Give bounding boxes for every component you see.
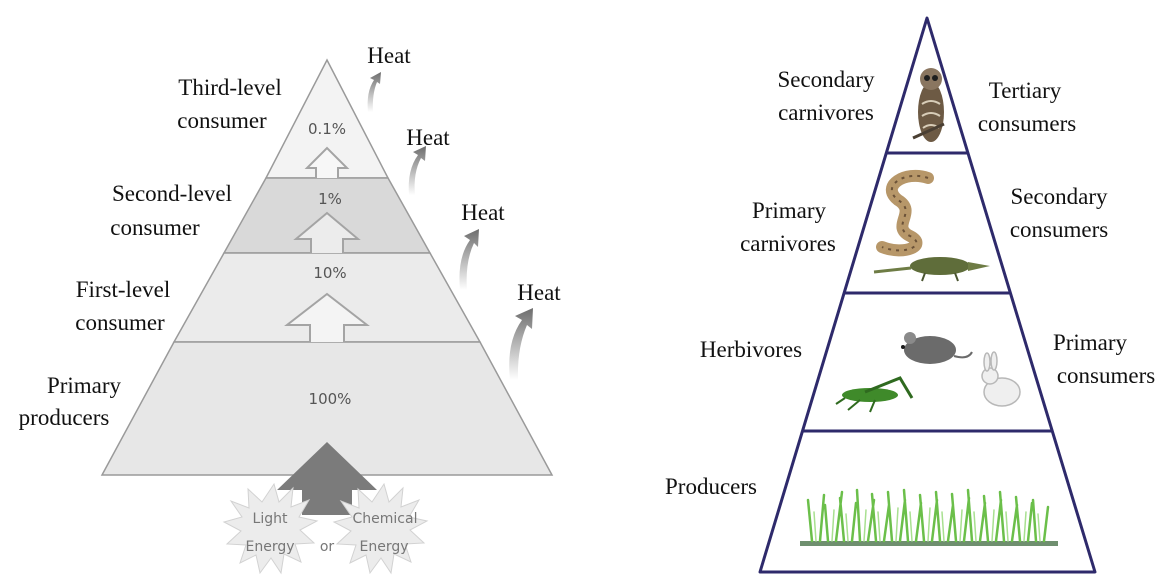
level-left-label: Producers xyxy=(665,474,757,499)
chemical-energy-label: Chemical xyxy=(353,511,418,527)
heat-label: Heat xyxy=(461,200,505,225)
percent-label: 1% xyxy=(318,190,342,208)
level-right-label: Primary xyxy=(1053,330,1128,355)
level-left-label: carnivores xyxy=(778,100,874,125)
light-energy-burst-icon xyxy=(222,482,319,575)
level-label: producers xyxy=(19,405,110,430)
level-label: Second-level xyxy=(112,181,232,206)
level-left-label: Secondary xyxy=(777,67,875,92)
percent-label: 100% xyxy=(309,390,352,408)
level-left-label: Herbivores xyxy=(700,337,802,362)
chemical-energy-burst-icon xyxy=(332,482,429,575)
percent-label: 0.1% xyxy=(308,120,346,138)
heat-label: Heat xyxy=(367,43,411,68)
shrew-icon xyxy=(873,257,990,282)
level-label: consumer xyxy=(177,108,267,133)
level-left-label: carnivores xyxy=(740,231,836,256)
rabbit-icon xyxy=(981,351,1021,407)
level-left-label: Primary xyxy=(752,198,827,223)
heat-arrow-icon xyxy=(367,72,381,112)
or-label: or xyxy=(320,539,335,555)
heat-arrow-icon xyxy=(509,308,533,380)
chemical-energy-label: Energy xyxy=(359,539,408,555)
light-energy-label: Light xyxy=(253,511,288,527)
energy-pyramid: 0.1% 1% 10% 100% Third-level consumer Se… xyxy=(19,43,561,575)
level-right-label: consumers xyxy=(1010,217,1108,242)
heat-label: Heat xyxy=(406,125,450,150)
level-label: Primary xyxy=(47,373,122,398)
tier-primary-producers xyxy=(100,341,554,476)
mouse-icon xyxy=(901,332,973,364)
grasshopper-icon xyxy=(835,376,914,413)
level-right-label: Secondary xyxy=(1010,184,1108,209)
transfer-arrow-icon xyxy=(293,211,361,253)
light-energy-label: Energy xyxy=(245,539,294,555)
level-label: consumer xyxy=(75,310,165,335)
heat-arrow-icon xyxy=(459,229,479,290)
level-right-label: consumers xyxy=(1057,363,1155,388)
percent-label: 10% xyxy=(313,264,346,282)
transfer-arrow-icon xyxy=(304,146,350,178)
level-right-label: Tertiary xyxy=(989,78,1062,103)
owl-icon xyxy=(912,68,945,142)
transfer-arrow-icon xyxy=(284,292,370,342)
level-right-label: consumers xyxy=(978,111,1076,136)
pyramid-outline xyxy=(758,16,1097,574)
grass-icon xyxy=(800,488,1058,546)
level-label: First-level xyxy=(76,277,171,302)
snake-icon xyxy=(876,169,934,257)
trophic-pyramid: Secondary carnivores Tertiary consumers … xyxy=(665,16,1155,574)
energy-input-arrow-icon xyxy=(277,442,377,515)
heat-arrow-icon xyxy=(408,146,426,195)
heat-label: Heat xyxy=(517,280,561,305)
level-label: Third-level xyxy=(178,75,281,100)
level-label: consumer xyxy=(110,215,200,240)
